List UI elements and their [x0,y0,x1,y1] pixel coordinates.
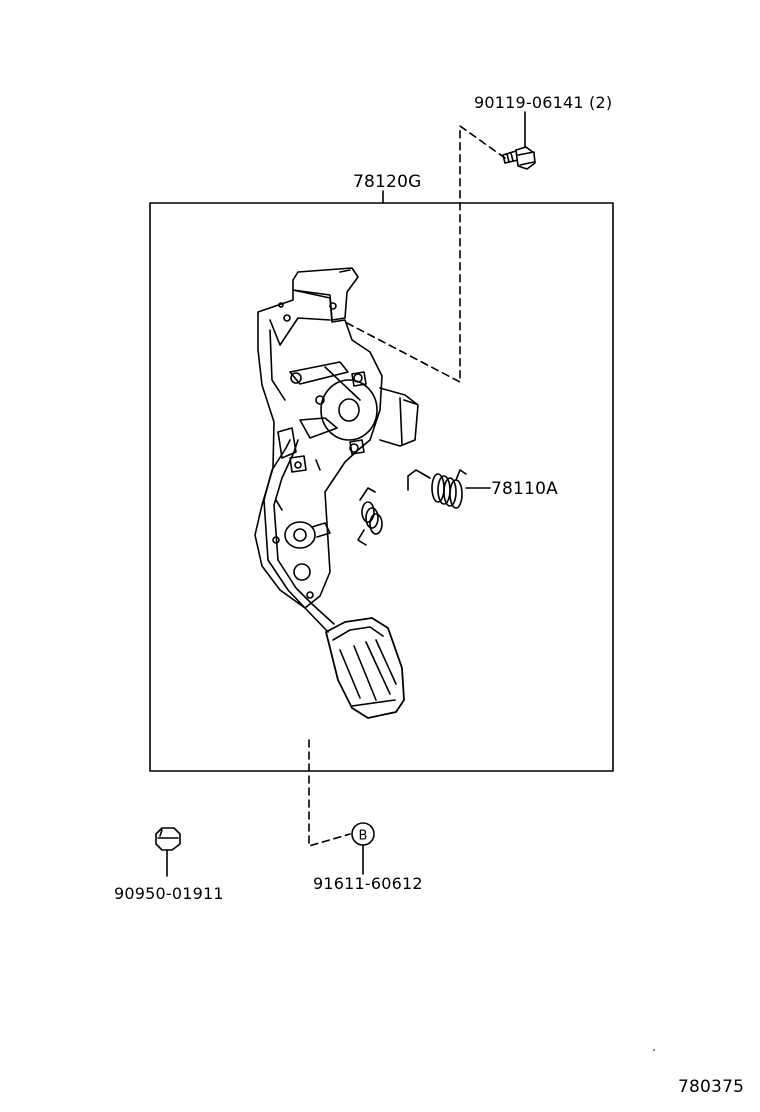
bolt-dashed-guide [344,125,506,383]
pin-dashed-guide [308,739,351,847]
assembly-part-number: 78120G [353,172,422,192]
clip-part-number: 90950-01911 [114,884,224,903]
clip-icon [155,827,181,851]
accelerator-pedal-assembly-icon [254,267,419,719]
spring-icon [407,469,467,509]
pin-part-number: 91611-60612 [313,874,423,893]
assembly-frame [149,202,614,772]
small-spring-icon [357,487,383,546]
bolt-icon [502,146,536,170]
pin-marker-circle [351,822,375,846]
spring-part-number: 78110A [491,479,558,499]
speck [653,1049,655,1051]
pin-marker-letter: B [359,829,368,844]
diagram-id: 780375 [678,1077,745,1097]
bolt-part-number: 90119-06141 (2) [474,93,613,112]
